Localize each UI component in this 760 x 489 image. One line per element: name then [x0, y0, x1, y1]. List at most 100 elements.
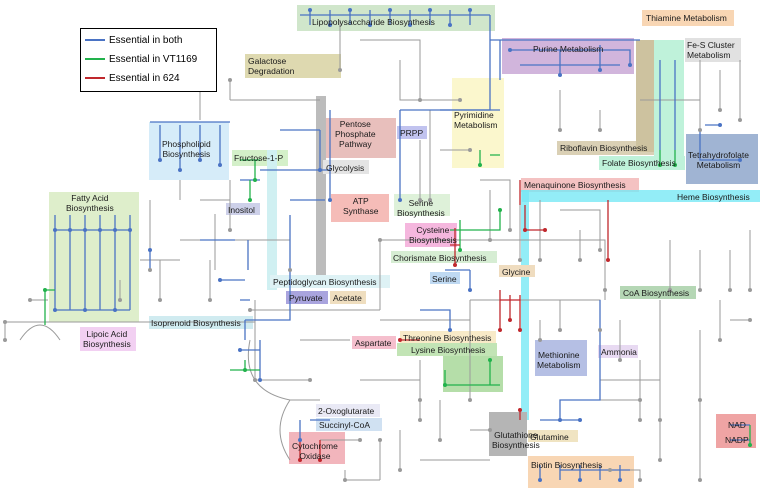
prpp-box [397, 126, 427, 139]
peptidoglycan-box [270, 275, 390, 288]
acetate-box [330, 291, 366, 304]
thf-box [686, 134, 758, 184]
green-lines [44, 150, 751, 445]
oxoglutarate-box [316, 404, 380, 417]
galactose-box [245, 54, 341, 78]
pentose-box [322, 118, 396, 158]
label-fes-cluster: Fe-S Cluster Metabolism [687, 40, 735, 60]
aspartate-box [352, 336, 396, 349]
coa-box [620, 286, 696, 299]
glycine-box [499, 265, 535, 277]
cysteine-box [405, 223, 457, 247]
label-biotin: Biotin Biosynthesis [531, 460, 603, 470]
label-peptidoglycan: Peptidoglycan Biosynthesis [273, 277, 377, 287]
legend-item-vt1169: Essential in VT1169 [85, 52, 197, 66]
fatty-acid-box [49, 192, 139, 322]
label-fatty-acid: Fatty Acid Biosynthesis [66, 193, 114, 213]
label-pyruvate: Pyruvate [289, 293, 323, 303]
label-glycolysis: Glycolysis [326, 163, 365, 173]
riboflavin-col [636, 40, 658, 152]
folate-box [599, 156, 685, 170]
heme-vert [521, 190, 529, 420]
phospholipid-box [149, 122, 229, 180]
legend-swatch-both [85, 39, 105, 41]
label-coa: CoA Biosynthesis [623, 288, 690, 298]
label-oxoglutarate: 2-Oxoglutarate [318, 406, 375, 416]
serine-bio-box [394, 194, 450, 216]
label-folate: Folate Biosynthesis [602, 158, 676, 168]
label-phospholipid: Phospholipid Biosynthesis [162, 139, 211, 159]
label-riboflavin: Riboflavin Biosynthesis [560, 143, 648, 153]
threonine-box [400, 331, 496, 344]
ammonia-box [598, 345, 638, 358]
legend: Essential in both Essential in VT1169 Es… [80, 28, 217, 92]
chorismate-box [391, 251, 497, 263]
pyruvate-box [286, 291, 328, 304]
legend-swatch-vt1169 [85, 58, 105, 60]
inositol-box [226, 203, 260, 215]
reaction-nodes [3, 8, 752, 482]
legend-label-vt1169: Essential in VT1169 [109, 53, 198, 65]
label-nadp: NADP [725, 435, 749, 445]
label-purine: Purine Metabolism [533, 44, 604, 54]
label-inositol: Inositol [228, 205, 255, 215]
thiamine-box [642, 10, 734, 26]
label-succinyl-coa: Succinyl-CoA [319, 420, 371, 430]
glutamine-box [528, 430, 578, 442]
menaquinone-box [521, 178, 639, 192]
label-ammonia: Ammonia [601, 347, 637, 357]
label-aspartate: Aspartate [355, 338, 392, 348]
label-pentose: Pentose Phosphate Pathway [335, 119, 376, 149]
legend-item-624: Essential in 624 [85, 71, 180, 85]
folate-col [654, 40, 684, 168]
peptidoglycan-col [267, 150, 277, 290]
highlight-boxes [49, 5, 760, 488]
label-nad: NAD [728, 420, 746, 430]
label-galactose: Galactose Degradation [248, 56, 295, 76]
glycolysis-box [323, 160, 369, 174]
glutathione-box [489, 412, 527, 456]
label-threonine: Threonine Biosynthesis [403, 333, 492, 343]
label-pyrimidine: Pyrimidine Metabolism [454, 110, 498, 130]
biotin-box [528, 456, 634, 488]
label-serine-biosynthesis: Serine Biosynthesis [397, 198, 445, 218]
label-menaquinone: Menaquinone Biosynthesis [524, 180, 626, 190]
label-acetate: Acetate [333, 293, 362, 303]
label-isoprenoid: Isoprenoid Biosynthesis [151, 318, 241, 328]
legend-item-both: Essential in both [85, 33, 182, 47]
purine-box [502, 38, 634, 74]
serine-box [430, 272, 460, 284]
label-lipoic-acid: Lipoic Acid Biosynthesis [83, 329, 131, 349]
legend-label-both: Essential in both [109, 34, 183, 46]
label-thiamine: Thiamine Metabolism [646, 13, 727, 23]
label-heme: Heme Biosynthesis [677, 192, 750, 202]
atp-box [331, 194, 389, 222]
lysine-box [397, 343, 497, 356]
glycolysis-col [316, 96, 326, 286]
lipoic-box [80, 327, 136, 351]
label-chorismate: Chorismate Biosynthesis [393, 253, 487, 263]
label-glycine: Glycine [502, 267, 531, 277]
cytochrome-box [289, 432, 345, 464]
succinyl-box [316, 418, 382, 431]
label-glutathione: Glutathione Biosynthesis [492, 430, 540, 450]
heme-line [522, 190, 760, 202]
label-lysine: Lysine Biosynthesis [411, 345, 486, 355]
legend-swatch-624 [85, 77, 105, 79]
legend-label-624: Essential in 624 [109, 72, 180, 84]
label-serine: Serine [432, 274, 457, 284]
label-atp-synthase: ATP Synthase [343, 196, 379, 216]
label-tetrahydrofolate: Tetrahydrofolate Metabolism [688, 150, 749, 170]
label-fructose: Fructose-1-P [234, 153, 284, 163]
lysine-col [443, 356, 503, 392]
label-lipopolysaccharide: Lipopolysaccharide Biosynthesis [312, 17, 435, 27]
riboflavin-box [557, 141, 657, 155]
label-cysteine: Cysteine Biosynthesis [409, 225, 457, 245]
fes-box [685, 38, 741, 62]
methionine-box [535, 340, 587, 376]
label-glutamine: Glutamine [530, 432, 569, 442]
label-prpp: PRPP [400, 128, 424, 138]
pyrimidine-box [452, 78, 504, 168]
